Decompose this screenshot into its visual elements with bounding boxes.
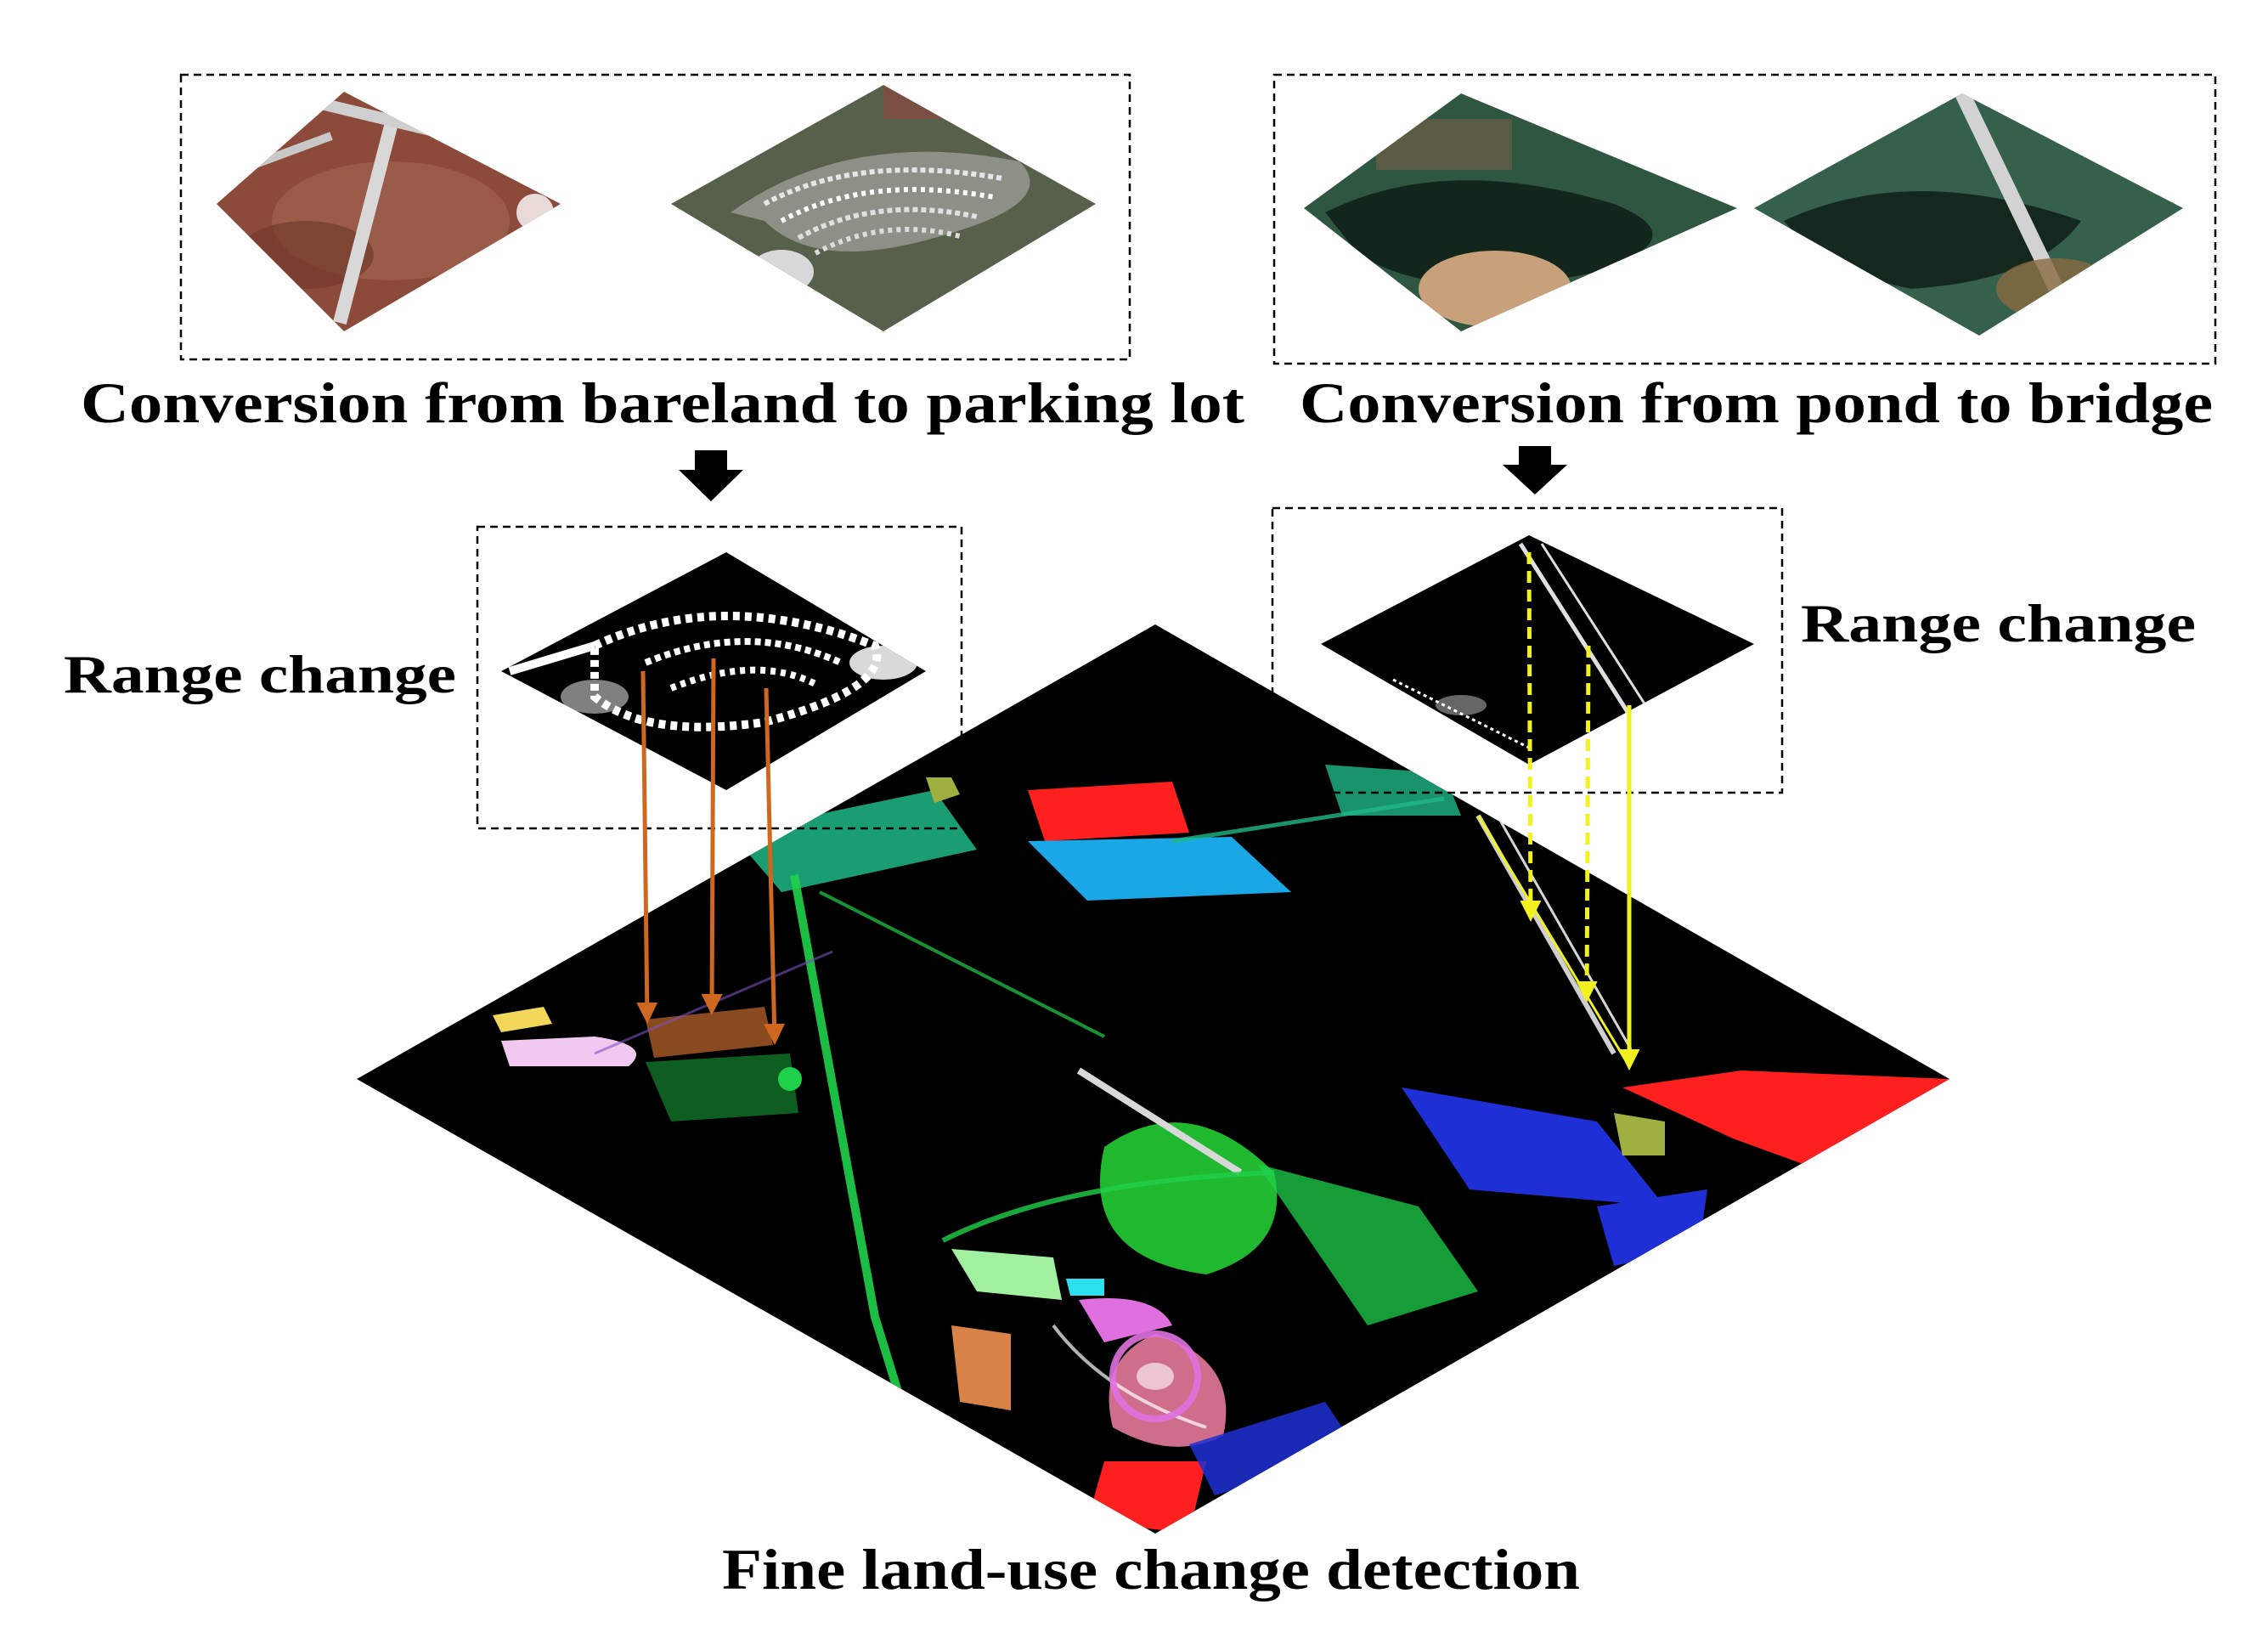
land-use-region: [1087, 1461, 1206, 1534]
bridge-image: [1754, 93, 2183, 336]
left-range-change-box: [476, 525, 963, 830]
land-use-region: [1614, 1113, 1665, 1155]
bareland-parking-box: [179, 73, 1131, 361]
land-use-region: [1402, 1088, 1665, 1206]
land-use-region: [951, 1249, 1062, 1300]
right-conversion-caption: Conversion from pond to bridge: [1300, 370, 2213, 435]
parking-lot-image: [671, 85, 1096, 331]
land-use-region: [646, 1054, 798, 1121]
land-use-region: [1257, 1164, 1478, 1325]
left-connector-arrows: [636, 658, 786, 1045]
land-use-region: [1079, 1298, 1172, 1342]
pond-image: [1304, 93, 1737, 331]
right-range-change-label: Range change: [1801, 593, 2196, 653]
fine-land-use-map: [357, 624, 1949, 1534]
land-use-region: [778, 1067, 802, 1091]
bareland-image: [217, 92, 561, 331]
left-conversion-caption: Conversion from bareland to parking lot: [81, 370, 1244, 435]
land-use-region: [1622, 1071, 1949, 1172]
land-use-region: [1028, 782, 1189, 841]
bottom-caption: Fine land-use change detection: [722, 1537, 1580, 1602]
land-use-region: [951, 1325, 1011, 1410]
land-use-region: [731, 790, 977, 892]
land-use-region: [1028, 837, 1291, 901]
left-range-change-label: Range change: [64, 644, 456, 704]
down-arrow-icon: [679, 450, 743, 501]
right-connector-arrows: [1476, 551, 1640, 1071]
pond-bridge-box: [1272, 73, 2217, 365]
land-use-region: [493, 1007, 552, 1032]
right-range-change-box: [1271, 506, 1784, 794]
right-range-change-image: [1321, 535, 1754, 765]
land-use-region: [1100, 1122, 1278, 1274]
down-arrow-icon: [1503, 446, 1567, 494]
land-use-region: [1189, 1402, 1359, 1495]
land-use-region: [501, 1037, 636, 1066]
land-use-region: [1066, 1279, 1104, 1296]
land-use-region: [926, 777, 960, 803]
land-use-region: [646, 1007, 773, 1058]
